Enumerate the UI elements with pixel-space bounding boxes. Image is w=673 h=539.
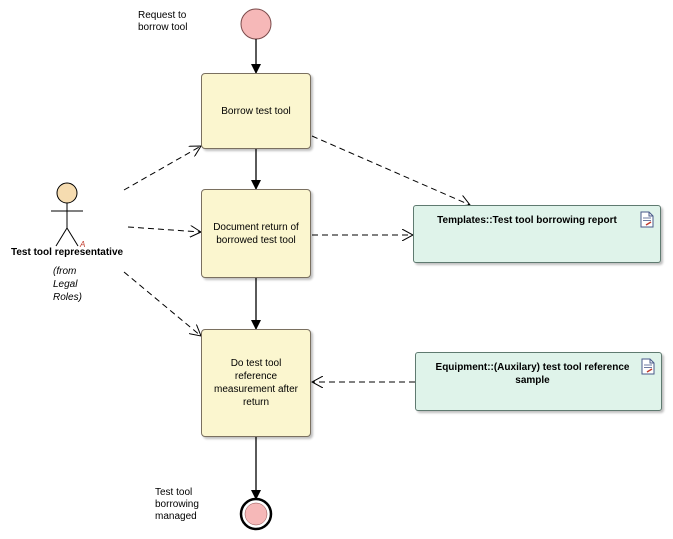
dep-actor-to-borrow[interactable] — [123, 146, 201, 191]
activity-label: Borrow test tool — [221, 105, 291, 117]
activity-label: Do test tool reference measurement after… — [214, 358, 298, 408]
activity-borrow-test-tool[interactable]: Borrow test tool — [201, 73, 311, 149]
dep-actor-to-document[interactable] — [127, 227, 201, 232]
actor-name[interactable]: Test tool representative — [11, 247, 124, 258]
actor-origin: (from Legal Roles) — [53, 266, 82, 303]
dep-actor-to-measure[interactable] — [123, 271, 201, 336]
initial-node-label: Request to borrow tool — [138, 10, 188, 33]
activity-document-return[interactable]: Document return of borrowed test tool — [201, 189, 311, 278]
document-icon — [641, 358, 655, 375]
artifact-reference-sample[interactable]: Equipment::(Auxilary) test tool referenc… — [415, 352, 662, 411]
activity-label: Document return of borrowed test tool — [213, 221, 299, 246]
actor-figure-icon[interactable] — [51, 182, 83, 247]
initial-node[interactable] — [240, 8, 272, 40]
dep-borrow-to-report[interactable] — [311, 135, 470, 205]
artifact-borrowing-report[interactable]: Templates::Test tool borrowing report — [413, 205, 661, 263]
final-node-label: Test tool borrowing managed — [155, 487, 199, 522]
actor-abstract-marker: A — [80, 240, 86, 249]
document-icon — [640, 211, 654, 228]
artifact-title: Equipment::(Auxilary) test tool referenc… — [435, 362, 630, 386]
artifact-title: Templates::Test tool borrowing report — [437, 215, 617, 226]
activity-reference-measurement[interactable]: Do test tool reference measurement after… — [201, 329, 311, 437]
final-node-inner — [244, 502, 268, 526]
